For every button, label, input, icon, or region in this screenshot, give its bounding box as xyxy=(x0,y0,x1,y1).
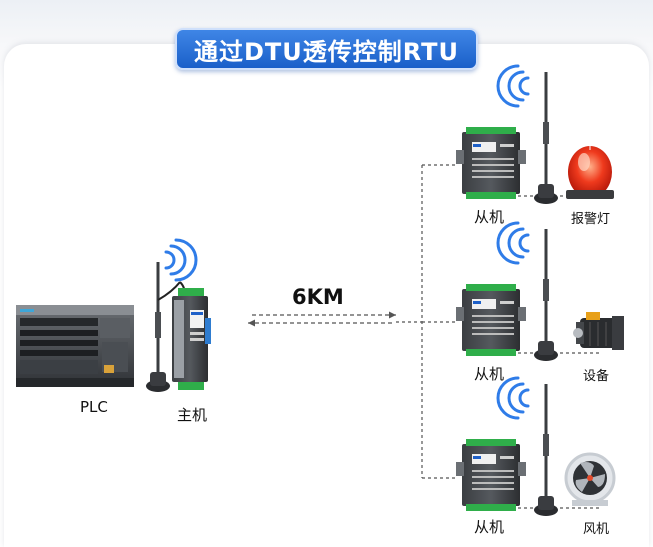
device-label-equipment: 设备 xyxy=(583,369,610,384)
slave-label-3: 从机 xyxy=(474,518,505,536)
slave-unit-3 xyxy=(456,376,558,516)
master-label: 主机 xyxy=(177,406,208,424)
wifi-signal-icon xyxy=(496,64,530,108)
arrow-left-icon xyxy=(248,319,255,327)
slave-label-1: 从机 xyxy=(474,208,505,226)
plc-device xyxy=(16,305,134,387)
slave-label-2: 从机 xyxy=(474,365,505,383)
plc-label: PLC xyxy=(80,398,108,416)
motor-icon xyxy=(573,312,624,350)
arrow-right-icon xyxy=(389,311,396,319)
distance-label: 6KM xyxy=(292,285,344,309)
wifi-signal-icon xyxy=(496,221,530,265)
alarm-light-icon xyxy=(566,146,614,199)
distance-arrows xyxy=(248,314,396,324)
diagram-card xyxy=(4,44,649,547)
fan-icon xyxy=(564,452,616,506)
slave-unit-2 xyxy=(456,221,558,361)
bus-lines xyxy=(396,164,600,509)
wifi-signal-icon xyxy=(164,238,198,282)
wifi-signal-icon xyxy=(496,376,530,420)
device-label-fan: 风机 xyxy=(583,522,610,537)
device-label-alarm: 报警灯 xyxy=(571,212,611,227)
master-dtu-device xyxy=(146,262,211,392)
page-title: 通过DTU透传控制RTU xyxy=(175,28,478,70)
slave-unit-1 xyxy=(456,64,558,204)
